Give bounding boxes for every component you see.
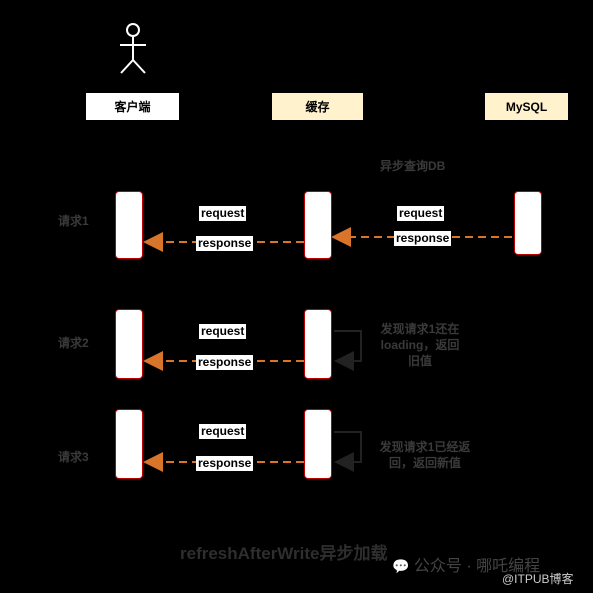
note-3: 发现请求1已经返 回，返回新值 [370, 439, 480, 471]
request-label-3: request [199, 424, 247, 439]
watermark-account: 公众号 · 哪吒编程 [413, 558, 541, 575]
note-2-line-3: 旧值 [407, 354, 432, 368]
note-2: 发现请求1还在 loading，返回 旧值 [370, 321, 470, 369]
client-activation-2 [115, 309, 143, 379]
request-row-label-1: 请求1 [58, 214, 89, 228]
cache-activation-1 [304, 191, 332, 259]
self-loop-2 [334, 330, 362, 371]
note-3-line-2: 回，返回新值 [388, 456, 461, 470]
response-label-2: response [196, 355, 254, 370]
response-label-3: response [196, 456, 254, 471]
request-row-label-2: 请求2 [58, 336, 89, 350]
client-participant: 客户端 [86, 93, 179, 120]
self-loop-3 [334, 431, 362, 472]
wechat-watermark: 💬 公众号 · 哪吒编程 [392, 552, 540, 576]
client-activation-3 [115, 409, 143, 479]
client-activation-1 [115, 191, 143, 259]
response-label-1: response [196, 236, 254, 251]
cache-activation-3 [304, 409, 332, 479]
source-watermark: @ITPUB博客 [502, 572, 574, 586]
request-label-1: request [199, 206, 247, 221]
db-request-label: request [397, 206, 445, 221]
mysql-activation-1 [514, 191, 542, 255]
async-query-label: 异步查询DB [380, 159, 446, 173]
cache-participant: 缓存 [272, 93, 363, 120]
request-label-2: request [199, 324, 247, 339]
actor-icon [120, 23, 146, 74]
note-2-line-2: loading，返回 [380, 338, 460, 352]
note-3-line-1: 发现请求1已经返 [379, 440, 471, 454]
diagram-title: refreshAfterWrite异步加载 [180, 544, 388, 563]
mysql-participant: MySQL [485, 93, 568, 120]
request-row-label-3: 请求3 [58, 450, 89, 464]
cache-activation-2 [304, 309, 332, 379]
db-response-label: response [394, 231, 452, 246]
wechat-icon: 💬 [392, 558, 410, 574]
note-2-line-1: 发现请求1还在 [380, 322, 460, 336]
